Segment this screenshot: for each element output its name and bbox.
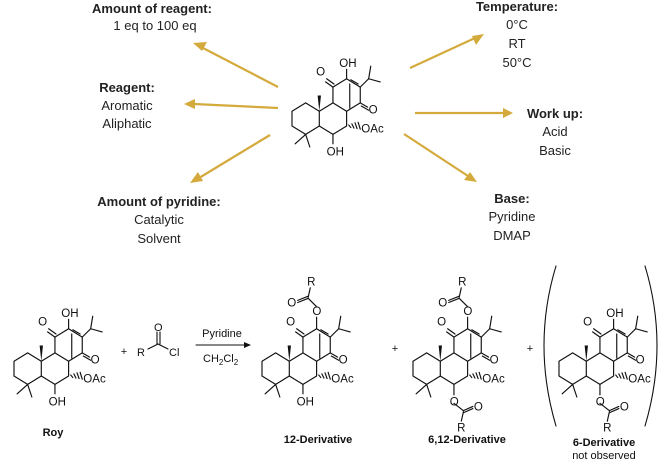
svg-text:OH: OH: [297, 396, 314, 408]
reaction-arrow: Pyridine CH2Cl2: [195, 328, 251, 367]
reagent-value-aliphatic: Aliphatic: [102, 116, 152, 131]
reagent-title: Reagent:: [99, 80, 155, 95]
svg-text:R: R: [137, 347, 145, 359]
svg-text:O: O: [450, 396, 459, 408]
svg-text:O: O: [369, 104, 378, 116]
work-up-value-acid: Acid: [542, 124, 567, 139]
svg-text:O: O: [316, 67, 325, 79]
temperature-title: Temperature:: [476, 0, 558, 14]
plus-sign-3: +: [527, 343, 533, 355]
svg-text:OH: OH: [61, 308, 78, 320]
base-value-pyridine: Pyridine: [489, 209, 536, 224]
reaction-reagent-label: Pyridine: [202, 328, 242, 340]
svg-text:OH: OH: [327, 146, 344, 158]
base-title: Base:: [494, 191, 529, 206]
svg-text:R: R: [307, 277, 315, 289]
svg-text:O: O: [312, 306, 321, 318]
temperature-value-rt: RT: [508, 36, 525, 51]
condition-arrow-base: [403, 133, 477, 182]
condition-amount-of-reagent: Amount of reagent: 1 eq to 100 eq: [92, 1, 212, 33]
condition-arrow-temperature: [409, 34, 484, 69]
amount-of-pyridine-value-solvent: Solvent: [137, 231, 181, 246]
svg-text:OAc: OAc: [628, 373, 651, 385]
condition-arrow-amount-of-reagent: [193, 42, 279, 88]
label-roy: Roy: [43, 427, 65, 439]
label-12-derivative: 12-Derivative: [284, 434, 353, 446]
work-up-value-basic: Basic: [539, 143, 571, 158]
condition-arrow-amount-of-pyridine: [190, 134, 271, 183]
amount-of-reagent-value: 1 eq to 100 eq: [113, 18, 196, 33]
svg-text:O: O: [287, 298, 296, 310]
condition-arrow-work-up: [415, 108, 513, 118]
structure-6-derivative: OH O O OAc O O R: [558, 308, 651, 435]
amount-of-pyridine-title: Amount of pyridine:: [97, 194, 221, 209]
condition-work-up: Work up: Acid Basic: [527, 106, 583, 158]
svg-text:O: O: [463, 306, 472, 318]
amount-of-pyridine-value-catalytic: Catalytic: [134, 212, 184, 227]
label-not-observed: not observed: [572, 450, 636, 461]
structure-acyl-chloride: R O Cl: [137, 322, 179, 359]
svg-text:OH: OH: [339, 58, 356, 70]
plus-sign-2: +: [392, 343, 398, 355]
svg-text:R: R: [603, 423, 611, 435]
bracket-right: [644, 265, 658, 427]
bracket-left: [543, 265, 557, 427]
svg-text:Cl: Cl: [169, 347, 179, 359]
svg-text:OH: OH: [49, 396, 66, 408]
svg-text:O: O: [437, 317, 446, 329]
condition-reagent: Reagent: Aromatic Aliphatic: [99, 80, 155, 131]
structure-6-12-derivative: O O R O O OAc O O R: [412, 277, 505, 435]
svg-text:O: O: [286, 317, 295, 329]
svg-text:R: R: [457, 423, 465, 435]
temperature-value-50c: 50°C: [502, 55, 531, 70]
svg-text:O: O: [339, 354, 348, 366]
svg-text:OAc: OAc: [482, 373, 505, 385]
reagent-value-aromatic: Aromatic: [101, 98, 153, 113]
svg-text:O: O: [596, 396, 605, 408]
svg-text:O: O: [636, 354, 645, 366]
label-6-12-derivative: 6,12-Derivative: [428, 434, 506, 446]
svg-text:O: O: [490, 354, 499, 366]
label-6-derivative: 6-Derivative: [573, 437, 635, 449]
structure-12-derivative: O O R O O OAc OH: [261, 277, 354, 408]
svg-text:O: O: [583, 317, 592, 329]
svg-text:OAc: OAc: [331, 373, 354, 385]
work-up-title: Work up:: [527, 106, 583, 121]
base-value-dmap: DMAP: [493, 228, 531, 243]
svg-text:R: R: [458, 277, 466, 289]
condition-temperature: Temperature: 0°C RT 50°C: [476, 0, 558, 70]
svg-text:OAc: OAc: [83, 373, 106, 385]
svg-text:OAc: OAc: [361, 123, 384, 135]
condition-arrow-reagent: [184, 99, 279, 110]
svg-text:O: O: [620, 402, 629, 414]
amount-of-reagent-title: Amount of reagent:: [92, 1, 212, 16]
condition-amount-of-pyridine: Amount of pyridine: Catalytic Solvent: [97, 194, 221, 246]
condition-base: Base: Pyridine DMAP: [489, 191, 536, 243]
central-roy-structure: OH O O OAc OH: [291, 58, 384, 158]
plus-sign-1: +: [121, 346, 127, 358]
temperature-value-0c: 0°C: [506, 17, 528, 32]
svg-text:O: O: [154, 322, 163, 334]
svg-text:O: O: [91, 354, 100, 366]
reaction-solvent-label: CH2Cl2: [203, 353, 239, 367]
svg-text:O: O: [474, 402, 483, 414]
svg-text:OH: OH: [606, 308, 623, 320]
structure-roy: OH O O OAc OH: [13, 308, 106, 408]
svg-text:O: O: [38, 317, 47, 329]
svg-text:O: O: [438, 298, 447, 310]
